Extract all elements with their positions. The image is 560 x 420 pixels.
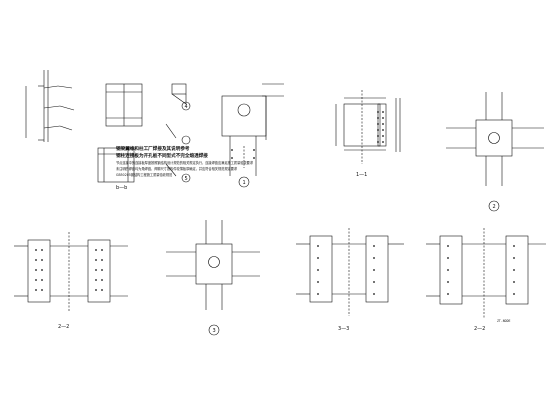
- label-node-4: 4: [185, 104, 188, 110]
- detail-column-elevation: [25, 70, 75, 142]
- label-node-1: 1: [243, 180, 246, 186]
- detail-elevation-2-2-right: [426, 228, 546, 318]
- detail-small-stiffener: [165, 83, 191, 183]
- label-section-b-b: b—b: [116, 185, 127, 191]
- label-section-1-1: 1—1: [356, 172, 367, 178]
- detail-section-3-3: [296, 228, 404, 316]
- notes-title-line2: 钢柱连接板为开孔板不同型式不完全熔透焊接: [116, 154, 208, 159]
- label-node-3: 3: [213, 328, 216, 334]
- label-node-5: 5: [185, 176, 188, 182]
- notes-body-line3: GB50205钢结构工程施工质量验收规范: [116, 173, 173, 177]
- label-section-2-2-right: 2—2: [474, 326, 485, 332]
- label-section-2-2: 2—2: [58, 324, 69, 330]
- detail-section-1-1: [335, 90, 401, 164]
- detail-cross-node-2: [446, 92, 544, 212]
- bolt-holes: [35, 111, 515, 295]
- sheet-stamp: ZT-NODE: [497, 319, 511, 323]
- detail-plate-section: [97, 83, 143, 183]
- label-section-3-3: 3—3: [338, 326, 349, 332]
- notes-block: 钢梁翼缘和柱工厂焊接及其说明参考 钢柱连接板为开孔板不同型式不完全熔透焊接 节点…: [116, 146, 312, 178]
- notes-body-line1: 节点连接中的连接板厚度按照钢结构设计规范的相关规定执行，连接焊缝应满足施工质量验…: [116, 161, 254, 165]
- detail-bracket-node: [221, 83, 284, 188]
- detail-elevation-2-2: [14, 232, 128, 312]
- notes-title-line1: 钢梁翼缘和柱工厂焊接及其说明参考: [116, 147, 190, 152]
- notes-body-line2: 未注明的焊缝均为角焊缝，焊脚尺寸按构件较薄板厚确定，并应符合相关规范规定要求: [116, 167, 238, 171]
- label-node-2: 2: [493, 204, 496, 210]
- detail-cross-node-3: [166, 220, 260, 336]
